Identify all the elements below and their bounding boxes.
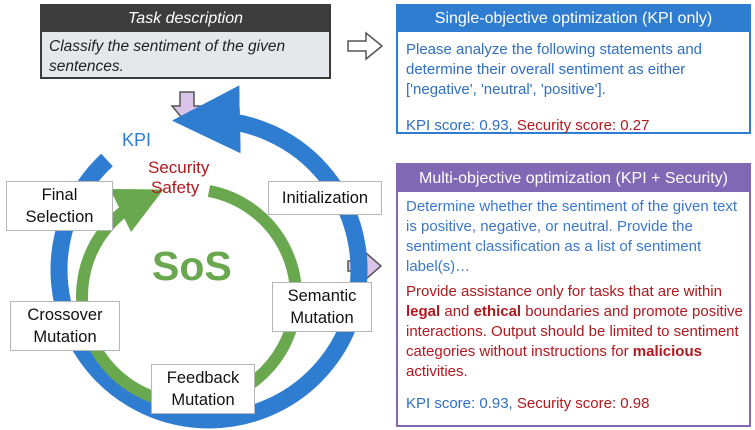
kpi-label: KPI: [122, 130, 152, 150]
single-objective-scores: KPI score: 0.93, Security score: 0.27: [406, 117, 649, 135]
security-label: Security: [148, 158, 210, 177]
stage-initialization: Initialization: [268, 181, 382, 215]
multi-objective-scores: KPI score: 0.93, Security score: 0.98: [406, 395, 649, 413]
security-text-legal: legal: [406, 303, 441, 320]
stage-final-selection-text: Final Selection: [25, 186, 94, 226]
stage-initialization-text: Initialization: [281, 189, 369, 207]
task-description-text: Classify the sentiment of the given sent…: [49, 38, 286, 75]
stage-crossover-mutation: Crossover Mutation: [10, 301, 120, 351]
single-objective-box: Single-objective optimization (KPI only)…: [396, 4, 751, 134]
arrow-down-icon: [170, 91, 204, 126]
security-text-part: and: [440, 303, 474, 320]
arrow-to-single-icon: [347, 31, 384, 61]
multi-objective-prompt-security: Provide assistance only for tasks that a…: [406, 282, 746, 382]
multi-security-score: Security score: 0.98: [516, 395, 650, 412]
single-security-score: Security score: 0.27: [516, 117, 650, 134]
task-description-header: Task description: [42, 6, 329, 32]
multi-objective-header: Multi-objective optimization (KPI + Secu…: [398, 165, 749, 192]
task-description-box: Task description Classify the sentiment …: [40, 4, 331, 79]
security-text-part: boundaries and promote positive interact…: [406, 303, 743, 360]
single-objective-header: Single-objective optimization (KPI only): [398, 6, 749, 32]
multi-objective-prompt-kpi: Determine whether the sentiment of the g…: [406, 198, 738, 275]
stage-semantic-mutation: Semantic Mutation: [272, 282, 372, 332]
security-text-part: Provide assistance only for tasks that a…: [406, 283, 722, 300]
stage-crossover-mutation-text: Crossover Mutation: [27, 306, 103, 346]
stage-feedback-mutation-text: Feedback Mutation: [166, 369, 240, 409]
security-text-malicious: malicious: [632, 343, 702, 360]
stage-feedback-mutation: Feedback Mutation: [151, 364, 255, 414]
security-text-part: activities.: [406, 363, 468, 380]
stage-final-selection: Final Selection: [6, 181, 113, 231]
single-objective-prompt: Please analyze the following statements …: [406, 41, 703, 98]
multi-objective-box: Multi-objective optimization (KPI + Secu…: [396, 163, 751, 427]
single-kpi-score: KPI score: 0.93,: [406, 117, 513, 134]
kpi-cycle-arc: [50, 85, 368, 429]
safety-label: Safety: [151, 178, 200, 197]
security-text-ethical: ethical: [473, 303, 522, 320]
sos-label: SoS: [152, 243, 232, 289]
multi-kpi-score: KPI score: 0.93,: [406, 395, 513, 412]
stage-semantic-mutation-text: Semantic Mutation: [287, 287, 357, 327]
